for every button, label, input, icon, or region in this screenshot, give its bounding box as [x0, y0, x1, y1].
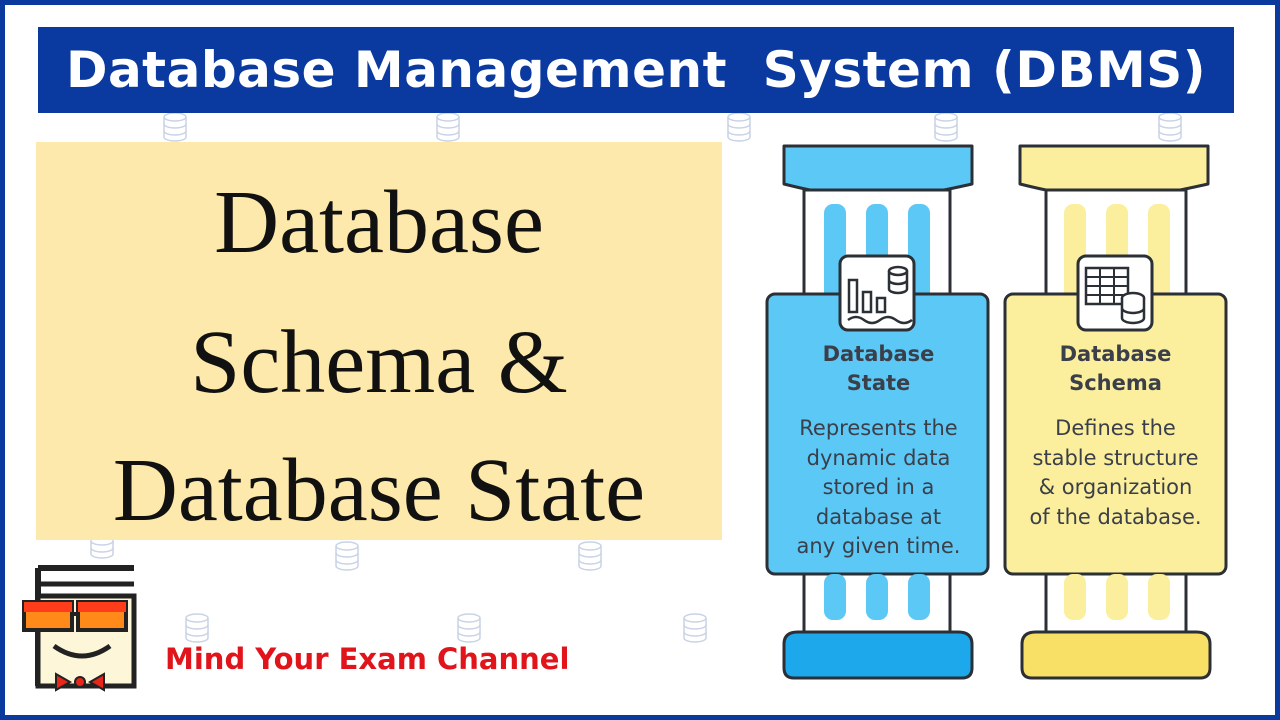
schema-card-desc-2: stable structure	[1032, 445, 1199, 470]
title-line-2: Schema &	[190, 313, 568, 412]
state-card-desc-3: stored in a	[822, 475, 935, 499]
state-card-title-1: Database	[822, 342, 935, 366]
state-card-title-2: State	[846, 371, 911, 395]
title-line-3: Database State	[112, 441, 646, 540]
pillars-illustration	[765, 144, 1228, 680]
header-banner: Database Management System (DBMS)	[38, 27, 1234, 113]
schema-card-desc-3: & organization	[1038, 475, 1193, 499]
title-line-1: Database	[214, 173, 544, 272]
schema-card-desc-1: Defines the	[1055, 416, 1176, 440]
state-pillar	[765, 144, 990, 680]
schema-card-text: Database Schema Defines the stable struc…	[1005, 340, 1226, 532]
channel-name: Mind Your Exam Channel	[165, 642, 570, 676]
schema-card-title-1: Database	[1059, 342, 1172, 366]
state-card-desc-2: dynamic data	[806, 445, 951, 470]
title-panel: Database Schema & Database State	[36, 142, 722, 540]
schema-pillar	[1003, 144, 1228, 680]
state-card-desc-1: Represents the	[799, 416, 958, 440]
state-card-desc-5: any given time.	[796, 534, 961, 558]
mascot-logo	[22, 565, 137, 692]
schema-card-desc-4: of the database.	[1029, 504, 1202, 529]
banner-title: Database Management System (DBMS)	[65, 41, 1207, 99]
state-card-text: Database State Represents the dynamic da…	[768, 340, 989, 562]
state-card-desc-4: database at	[815, 504, 942, 529]
schema-card-title-2: Schema	[1069, 371, 1162, 395]
